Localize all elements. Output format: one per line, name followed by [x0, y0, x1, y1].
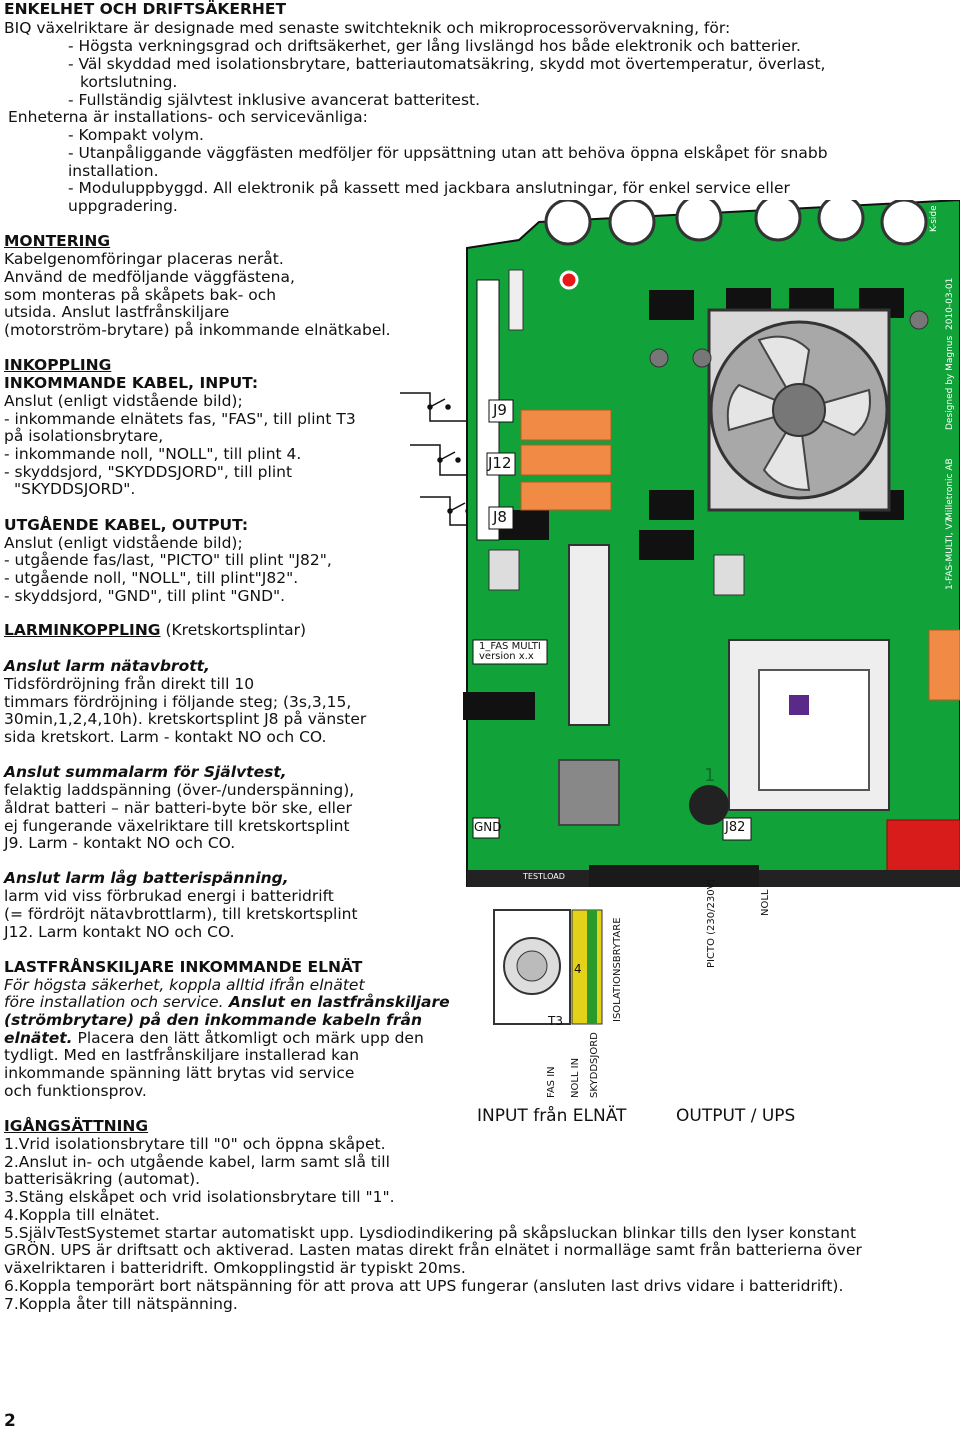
intro-heading: ENKELHET OCH DRIFTSÄKERHET: [4, 0, 287, 18]
intro-bullet: - Kompakt volym.: [68, 126, 204, 144]
page-number: 2: [4, 1411, 16, 1431]
last-text: (strömbrytare) på den inkommande kabeln …: [4, 1011, 423, 1029]
picto-label: PICTO (230/230V): [706, 878, 717, 968]
j8-label: J8: [493, 508, 507, 526]
larm-heading-title: LARMINKOPPLING: [4, 621, 161, 639]
start-step: 6.Koppla temporärt bort nätspänning för …: [4, 1277, 844, 1295]
j9-label: J9: [493, 401, 507, 419]
inkoppling-text: - inkommande elnätets fas, "FAS", till p…: [4, 410, 356, 428]
plint-4-label: 4: [574, 962, 582, 976]
montering-text: som monteras på skåpets bak- och: [4, 286, 277, 304]
j82-label: J82: [725, 820, 746, 835]
start-step: 1.Vrid isolationsbrytare till "0" och öp…: [4, 1135, 386, 1153]
design-date: 2010-03-01: [945, 277, 955, 330]
larm-heading-suffix: (Kretskortsplintar): [160, 621, 307, 639]
contactor-one: 1: [704, 765, 716, 786]
company-name: Milletronic AB: [945, 458, 955, 520]
last-text-italic: före installation och service.: [4, 993, 224, 1011]
intro-bullet-cont: uppgradering.: [68, 197, 178, 215]
inkoppling-heading: INKOPPLING: [4, 356, 112, 374]
last-text: före installation och service. Anslut en…: [4, 993, 450, 1011]
board-label-line-2: version x.x: [479, 651, 534, 662]
montering-text: utsida. Anslut lastfrånskiljare: [4, 303, 230, 321]
gnd-label: GND: [474, 820, 502, 834]
start-step: 2.Anslut in- och utgående kabel, larm sa…: [4, 1153, 390, 1171]
larm-text: felaktig laddspänning (över-/underspänni…: [4, 781, 355, 799]
noll-in-label: NOLL IN: [570, 1057, 581, 1098]
montering-heading: MONTERING: [4, 232, 111, 250]
montering-text: (motorström-brytare) på inkommande elnät…: [4, 321, 391, 339]
intro-lead: BIQ växelriktare är designade med senast…: [4, 19, 731, 37]
utgaende-text: - skyddsjord, "GND", till plint "GND".: [4, 587, 286, 605]
start-step: 3.Stäng elskåpet och vrid isolationsbryt…: [4, 1188, 395, 1206]
montering-text: Använd de medföljande väggfästena,: [4, 268, 295, 286]
larm-c-title: Anslut larm låg batterispänning,: [4, 869, 289, 887]
larm-heading: LARMINKOPPLING (Kretskortsplintar): [4, 621, 306, 639]
inkoppling-text: - skyddsjord, "SKYDDSJORD", till plint: [4, 463, 293, 481]
montering-text: Kabelgenomföringar placeras neråt.: [4, 250, 284, 268]
intro-bullet: - Väl skyddad med isolationsbrytare, bat…: [68, 55, 826, 73]
intro-bullet: - Högsta verkningsgrad och driftsäkerhet…: [68, 37, 801, 55]
inkoppling-text: på isolationsbrytare,: [4, 427, 164, 445]
noll-label: NOLL: [760, 889, 771, 917]
k-side-label: K-side: [929, 205, 939, 232]
inkoppling-text: "SKYDDSJORD".: [14, 480, 136, 498]
larm-text: åldrat batteri – när batteri-byte bör sk…: [4, 799, 352, 817]
utgaende-heading: UTGÅENDE KABEL, OUTPUT:: [4, 516, 249, 534]
testload-label: TESTLOAD: [523, 872, 565, 881]
last-text: och funktionsprov.: [4, 1082, 147, 1100]
start-step: 5.SjälvTestSystemet startar automatiskt …: [4, 1224, 857, 1242]
intro-bullet-cont: installation.: [68, 162, 159, 180]
start-step: GRÖN. UPS är driftsatt och aktiverad. La…: [4, 1241, 862, 1259]
larm-text: ej fungerande växelriktare till kretskor…: [4, 817, 350, 835]
last-text: inkommande spänning lätt brytas vid serv…: [4, 1064, 355, 1082]
larm-a-title: Anslut larm nätavbrott,: [4, 657, 210, 675]
model-name: 1-FAS-MULTI, V7: [945, 517, 955, 590]
intro-bullet-cont: kortslutning.: [80, 73, 178, 91]
intro-bullet: - Utanpåliggande väggfästen medföljer fö…: [68, 144, 828, 162]
board-label-line-1: 1_FAS MULTI: [479, 641, 541, 652]
plint-t3-label: T3: [548, 1014, 563, 1028]
last-text-bold: Anslut en lastfrånskiljare: [223, 993, 450, 1011]
larm-text: (= fördröjt nätavbrottlarm), till kretsk…: [4, 905, 358, 923]
start-step: 4.Koppla till elnätet.: [4, 1206, 160, 1224]
larm-text: 30min,1,2,4,10h). kretskortsplint J8 på …: [4, 710, 367, 728]
output-caption: OUTPUT / UPS: [676, 1106, 796, 1126]
start-step: batterisäkring (automat).: [4, 1170, 201, 1188]
intro-lead2: Enheterna är installations- och servicev…: [8, 108, 368, 126]
start-step: 7.Koppla åter till nätspänning.: [4, 1295, 238, 1313]
larm-text: sida kretskort. Larm - kontakt NO och CO…: [4, 728, 327, 746]
larm-text: timmars fördröjning i följande steg; (3s…: [4, 693, 352, 711]
input-caption: INPUT från ELNÄT: [477, 1106, 627, 1126]
intro-bullet: - Moduluppbyggd. All elektronik på kasse…: [68, 179, 790, 197]
start-step: växelriktaren i batteridrift. Omkoppling…: [4, 1259, 466, 1277]
utgaende-text: - utgående noll, "NOLL", till plint"J82"…: [4, 569, 299, 587]
designed-by: Designed by Magnus: [945, 335, 955, 430]
isolation-switch: [493, 909, 603, 1025]
larm-b-title: Anslut summalarm för Självtest,: [4, 763, 287, 781]
last-text: tydligt. Med en lastfrånskiljare install…: [4, 1046, 360, 1064]
larm-text: larm vid viss förbrukad energi i batteri…: [4, 887, 334, 905]
last-text-bold: elnätet.: [4, 1029, 73, 1047]
fas-in-label: FAS IN: [546, 1066, 557, 1098]
board-label-box: 1_FAS MULTI version x.x: [479, 642, 541, 662]
inkoppling-text: - inkommande noll, "NOLL", till plint 4.: [4, 445, 302, 463]
inkoppling-sub: INKOMMANDE KABEL, INPUT:: [4, 374, 259, 392]
utgaende-text: - utgående fas/last, "PICTO" till plint …: [4, 551, 332, 569]
last-text: För högsta säkerhet, koppla alltid ifrån…: [4, 976, 365, 994]
skyddsjord-label: SKYDDSJORD: [589, 1032, 600, 1098]
larm-text: J9. Larm - kontakt NO och CO.: [4, 834, 236, 852]
isolationsbrytare-label: ISOLATIONSBRYTARE: [612, 917, 623, 1022]
last-text-normal: Placera den lätt åtkomligt och märk upp …: [72, 1029, 424, 1047]
start-heading: IGÅNGSÄTTNING: [4, 1117, 149, 1135]
utgaende-text: Anslut (enligt vidstående bild);: [4, 534, 243, 552]
last-text: elnätet. Placera den lätt åtkomligt och …: [4, 1029, 424, 1047]
intro-bullet: - Fullständig självtest inklusive avance…: [68, 91, 481, 109]
larm-text: Tidsfördröjning från direkt till 10: [4, 675, 255, 693]
larm-text: J12. Larm kontakt NO och CO.: [4, 923, 235, 941]
inkoppling-text: Anslut (enligt vidstående bild);: [4, 392, 243, 410]
j12-label: J12: [488, 454, 512, 472]
last-heading: LASTFRÅNSKILJARE INKOMMANDE ELNÄT: [4, 958, 363, 976]
circuit-board: J9 J12 J8 GND J82 1_FAS MULTI version x.…: [459, 200, 960, 887]
